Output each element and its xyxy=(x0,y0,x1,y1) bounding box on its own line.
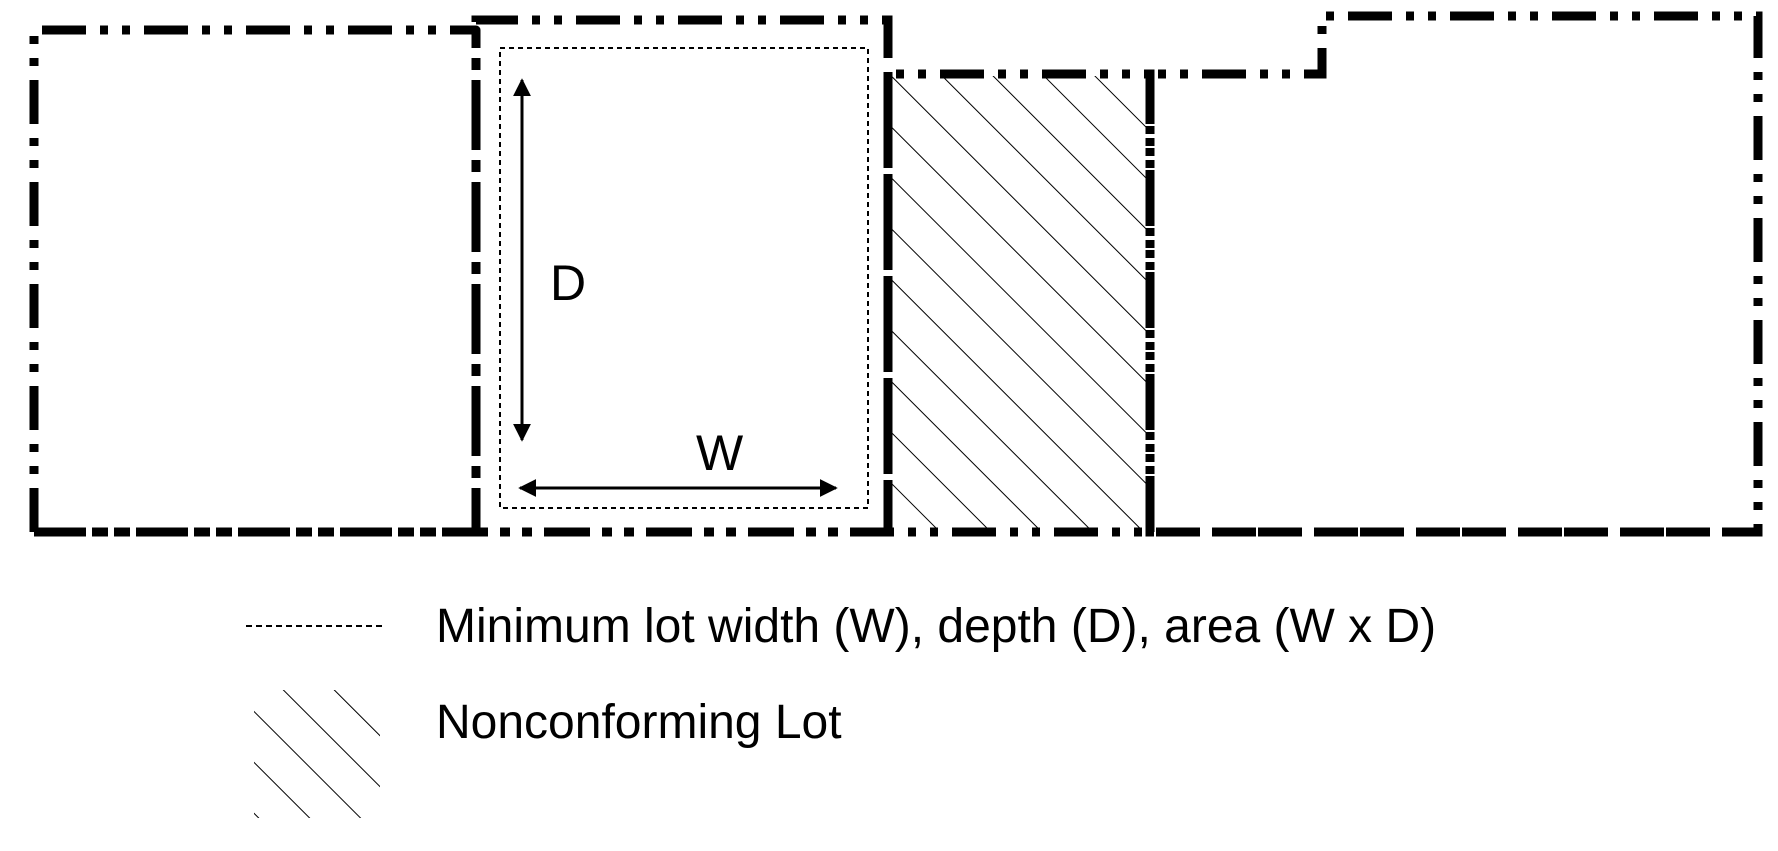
lot-4-boundary xyxy=(1145,11,1763,537)
legend-label-minimum-lot: Minimum lot width (W), depth (D), area (… xyxy=(436,600,1436,653)
legend-hatch-swatch xyxy=(254,690,380,818)
nonconforming-lot-hatch xyxy=(892,76,1150,528)
minimum-lot-outline xyxy=(499,47,869,509)
lot-2-boundary xyxy=(471,15,893,537)
lot-1-boundary xyxy=(29,25,481,537)
legend: Minimum lot width (W), depth (D), area (… xyxy=(246,600,1436,818)
legend-label-nonconforming-lot: Nonconforming Lot xyxy=(436,696,842,749)
depth-label: D xyxy=(550,255,586,311)
width-label: W xyxy=(696,425,744,481)
